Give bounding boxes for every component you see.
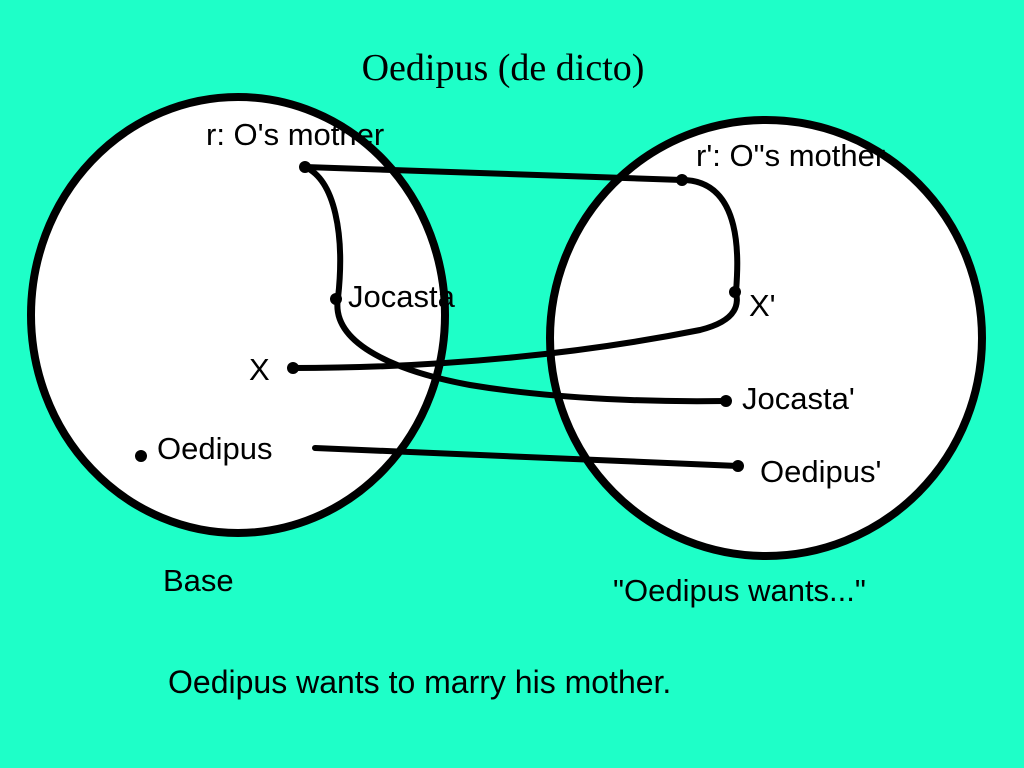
connector-oedipus-to-oedipus-prime bbox=[312, 445, 741, 469]
base-space-circle bbox=[27, 93, 449, 537]
element-dots bbox=[135, 161, 744, 472]
label-x-prime: X' bbox=[749, 288, 776, 323]
connectors bbox=[290, 164, 741, 469]
label-jocasta-prime: Jocasta' bbox=[742, 381, 855, 416]
label-jocasta-base: Jocasta bbox=[348, 279, 456, 314]
connector-x-to-x-prime bbox=[290, 289, 740, 371]
connector-r-to-r-prime bbox=[302, 164, 685, 183]
label-oedipus-base: Oedipus bbox=[157, 431, 272, 466]
caption-wants: "Oedipus wants..." bbox=[613, 573, 866, 608]
label-r-base: r: O's mother bbox=[206, 117, 384, 152]
dot-r-prime bbox=[676, 174, 688, 186]
dot-r bbox=[299, 161, 311, 173]
dot-oedipus-prime bbox=[732, 460, 744, 472]
caption-base: Base bbox=[163, 563, 234, 598]
slide-title: Oedipus (de dicto) bbox=[362, 47, 645, 89]
summary-sentence: Oedipus wants to marry his mother. bbox=[168, 664, 671, 700]
label-oedipus-prime: Oedipus' bbox=[760, 454, 881, 489]
wants-space-circle bbox=[546, 116, 986, 560]
label-r-prime: r': O"s mother bbox=[696, 138, 885, 173]
connector-r-prime-to-x-prime bbox=[679, 177, 741, 295]
dot-jocasta-prime bbox=[720, 395, 732, 407]
dot-oedipus bbox=[135, 450, 147, 462]
label-x-base: X bbox=[249, 352, 270, 387]
dot-jocasta bbox=[330, 293, 342, 305]
dot-x bbox=[287, 362, 299, 374]
dot-x-prime bbox=[729, 286, 741, 298]
